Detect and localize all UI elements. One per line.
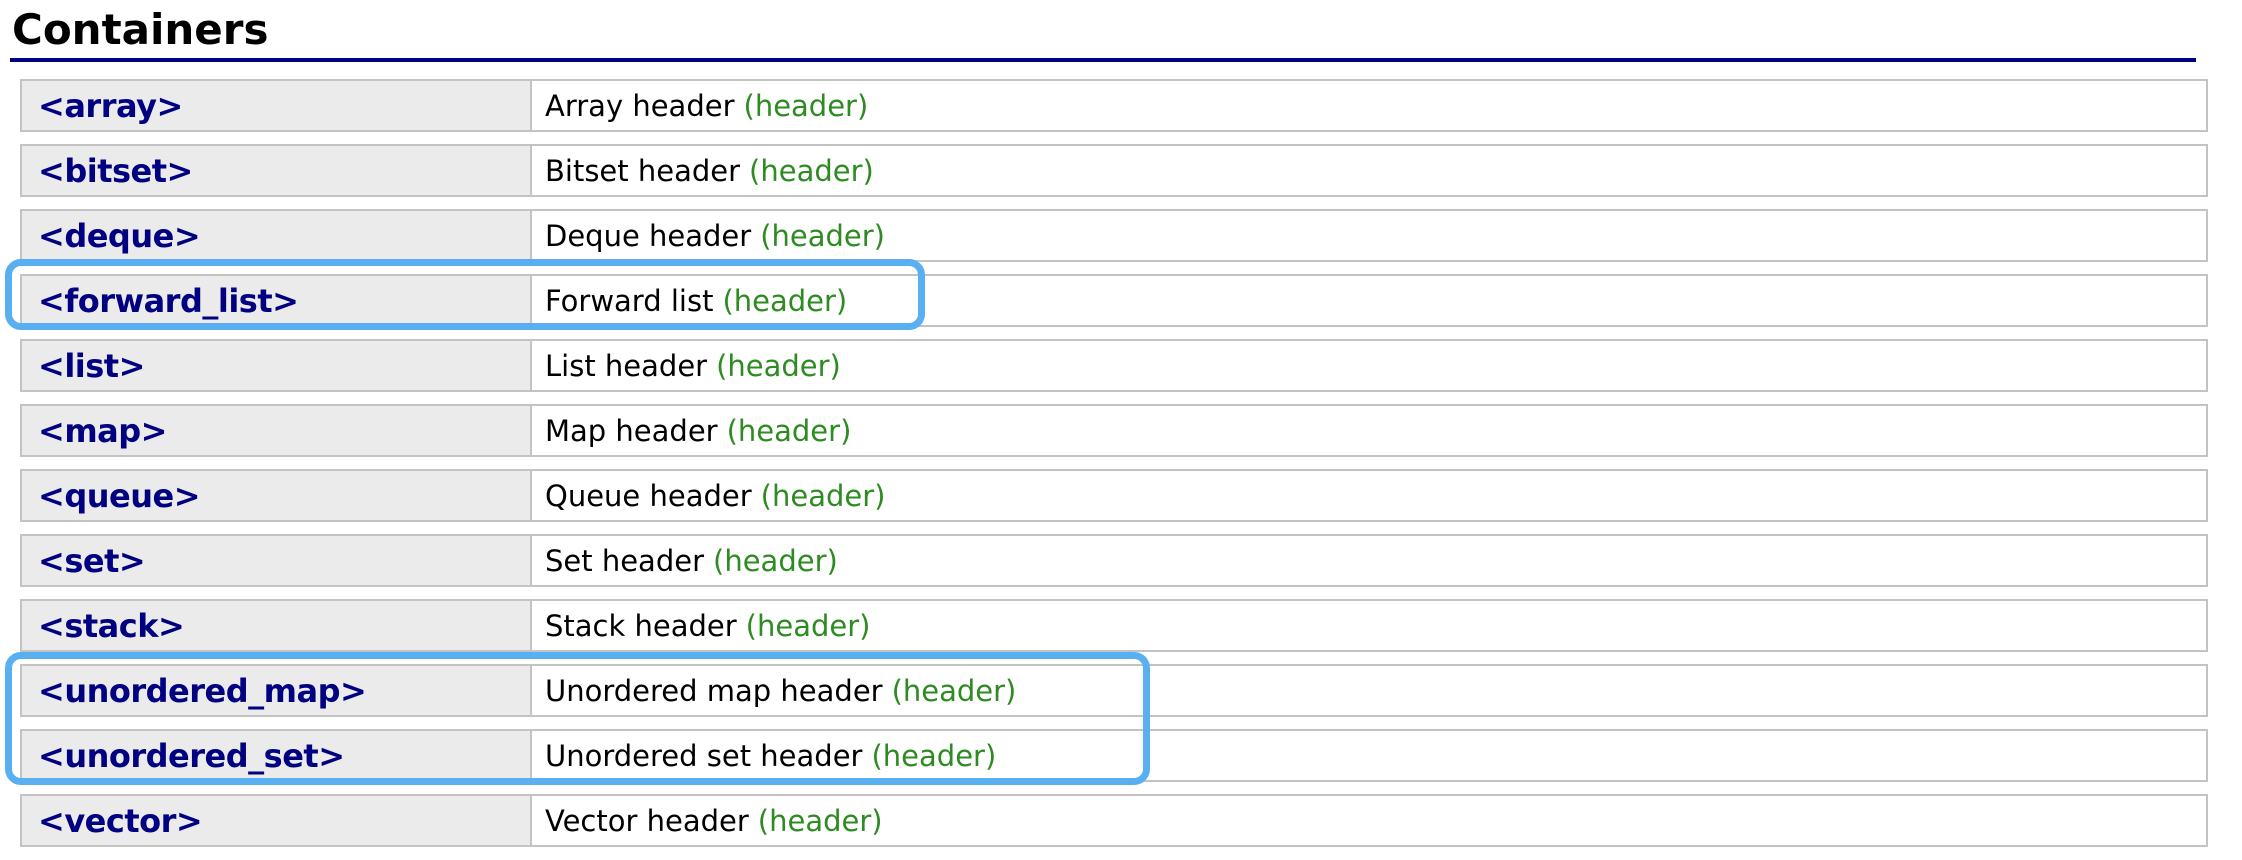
description-cell: Queue header (header) xyxy=(532,471,2206,520)
header-cell: <unordered_set> xyxy=(22,731,532,780)
header-cell: <list> xyxy=(22,341,532,390)
table-row: <array> Array header (header) xyxy=(20,79,2208,132)
header-link[interactable]: <queue> xyxy=(38,476,201,515)
description-cell: Array header (header) xyxy=(532,81,2206,130)
row-description: Map header xyxy=(545,413,718,448)
header-link[interactable]: <unordered_map> xyxy=(38,671,367,710)
description-cell: Unordered set header (header) xyxy=(532,731,2206,780)
table-row: <deque> Deque header (header) xyxy=(20,209,2208,262)
header-link[interactable]: <map> xyxy=(38,411,167,450)
description-cell: Map header (header) xyxy=(532,406,2206,455)
header-link[interactable]: <vector> xyxy=(38,801,203,840)
header-cell: <vector> xyxy=(22,796,532,845)
row-tag: (header) xyxy=(745,608,871,643)
header-cell: <unordered_map> xyxy=(22,666,532,715)
row-tag: (header) xyxy=(757,803,883,838)
row-tag: (header) xyxy=(871,738,997,773)
row-tag: (header) xyxy=(760,478,886,513)
table-row: <list> List header (header) xyxy=(20,339,2208,392)
row-tag: (header) xyxy=(716,348,841,383)
row-description: Set header xyxy=(545,543,705,578)
row-tag: (header) xyxy=(722,283,848,318)
description-cell: List header (header) xyxy=(532,341,2206,390)
header-link[interactable]: <deque> xyxy=(38,216,201,255)
description-cell: Deque header (header) xyxy=(532,211,2206,260)
description-cell: Bitset header (header) xyxy=(532,146,2206,195)
table-row: <stack> Stack header (header) xyxy=(20,599,2208,652)
table-row: <unordered_set> Unordered set header (he… xyxy=(20,729,2208,782)
row-description: Vector header xyxy=(545,803,749,838)
description-cell: Set header (header) xyxy=(532,536,2206,585)
row-description: Deque header xyxy=(545,218,752,253)
header-link[interactable]: <stack> xyxy=(38,606,185,645)
row-description: Unordered set header xyxy=(545,738,863,773)
header-cell: <map> xyxy=(22,406,532,455)
table-row: <vector> Vector header (header) xyxy=(20,794,2208,847)
header-link[interactable]: <list> xyxy=(38,346,145,385)
containers-table: <array> Array header (header) <bitset> B… xyxy=(20,79,2208,847)
header-cell: <array> xyxy=(22,81,532,130)
table-row: <set> Set header (header) xyxy=(20,534,2208,587)
description-cell: Unordered map header (header) xyxy=(532,666,2206,715)
table-row: <unordered_map> Unordered map header (he… xyxy=(20,664,2208,717)
description-cell: Stack header (header) xyxy=(532,601,2206,650)
header-link[interactable]: <set> xyxy=(38,541,146,580)
table-row: <bitset> Bitset header (header) xyxy=(20,144,2208,197)
row-description: List header xyxy=(545,348,708,383)
description-cell: Forward list (header) xyxy=(532,276,2206,325)
header-link[interactable]: <bitset> xyxy=(38,151,193,190)
row-tag: (header) xyxy=(891,673,1017,708)
table-row: <queue> Queue header (header) xyxy=(20,469,2208,522)
header-cell: <deque> xyxy=(22,211,532,260)
table-row: <forward_list> Forward list (header) xyxy=(20,274,2208,327)
page-title: Containers xyxy=(10,5,2196,62)
header-cell: <stack> xyxy=(22,601,532,650)
header-link[interactable]: <array> xyxy=(38,86,183,125)
description-cell: Vector header (header) xyxy=(532,796,2206,845)
header-cell: <set> xyxy=(22,536,532,585)
header-link[interactable]: <forward_list> xyxy=(38,281,299,320)
row-description: Bitset header xyxy=(545,153,741,188)
header-cell: <forward_list> xyxy=(22,276,532,325)
row-tag: (header) xyxy=(743,88,869,123)
row-tag: (header) xyxy=(726,413,852,448)
row-tag: (header) xyxy=(713,543,838,578)
table-row: <map> Map header (header) xyxy=(20,404,2208,457)
header-cell: <queue> xyxy=(22,471,532,520)
row-description: Unordered map header xyxy=(545,673,883,708)
header-link[interactable]: <unordered_set> xyxy=(38,736,345,775)
row-description: Forward list xyxy=(545,283,714,318)
row-description: Stack header xyxy=(545,608,737,643)
header-cell: <bitset> xyxy=(22,146,532,195)
row-tag: (header) xyxy=(760,218,885,253)
row-description: Array header xyxy=(545,88,735,123)
row-description: Queue header xyxy=(545,478,752,513)
row-tag: (header) xyxy=(749,153,874,188)
